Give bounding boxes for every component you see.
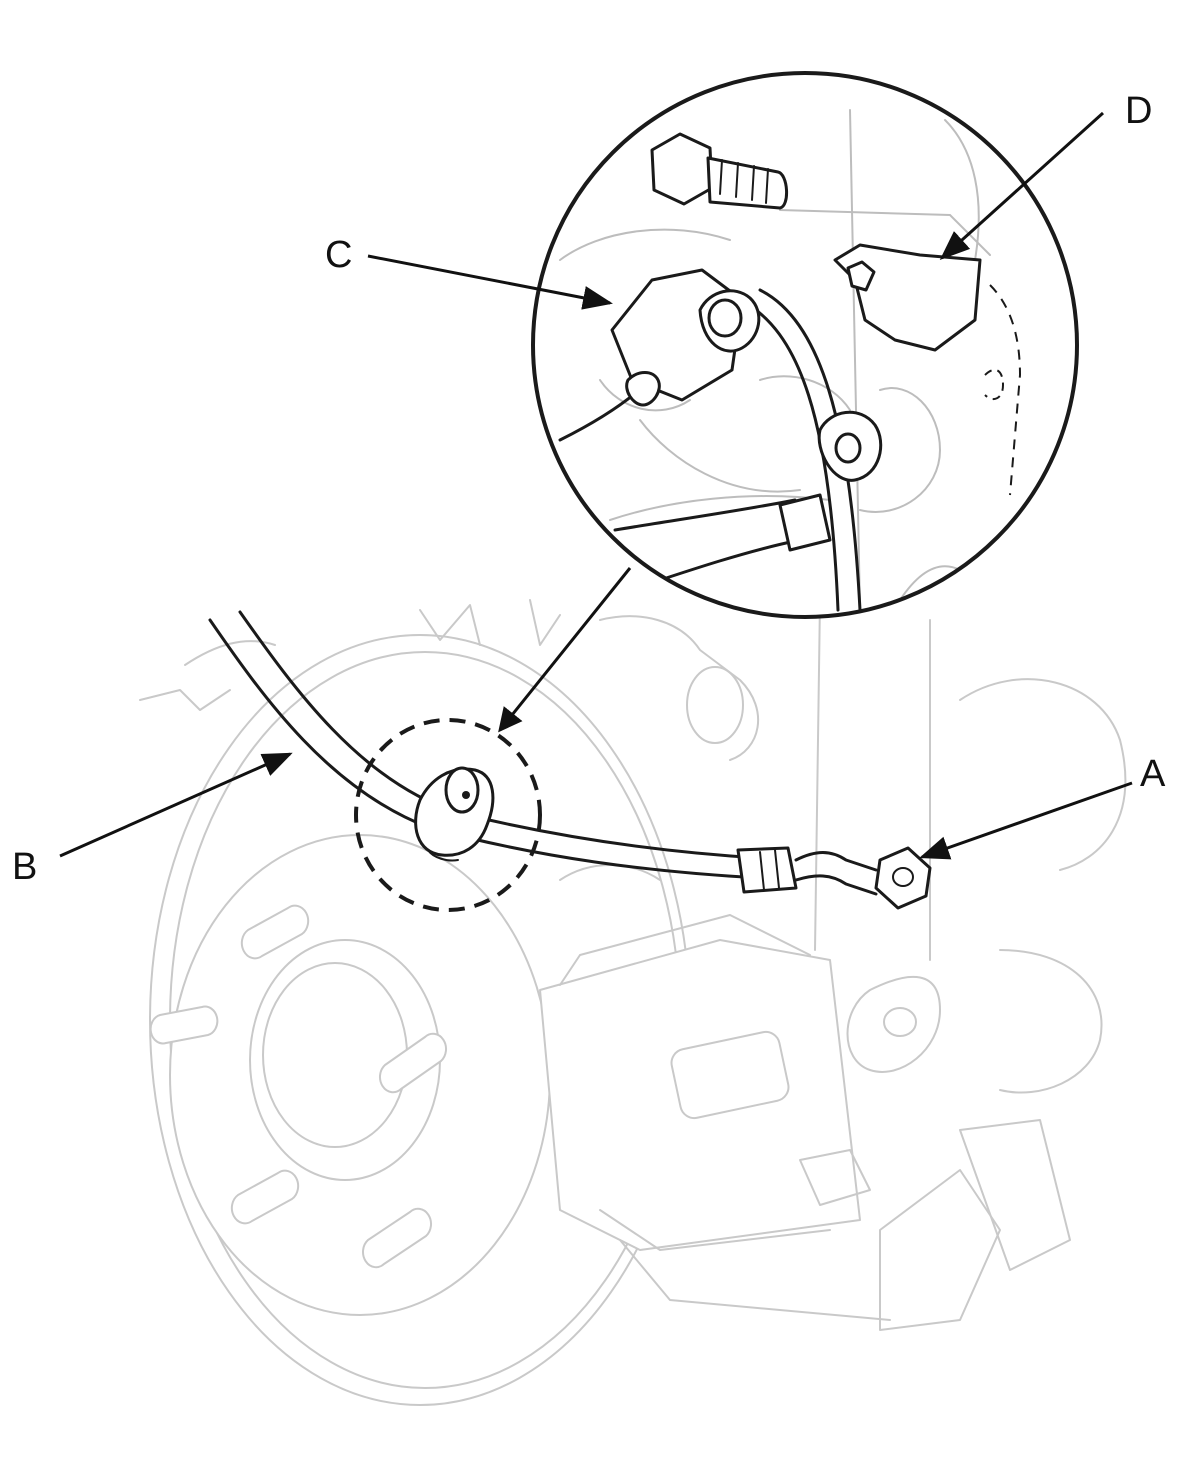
callout-d: D	[1125, 90, 1153, 132]
leader-b	[59, 752, 293, 858]
leader-lines	[59, 111, 1133, 860]
bracket-bolt	[650, 132, 788, 210]
leader-d	[939, 111, 1105, 261]
callout-b: B	[12, 846, 38, 888]
hose-clip-c	[610, 268, 761, 407]
brake-assembly-background	[139, 599, 1127, 1406]
bracket-d	[817, 243, 982, 482]
leader-a	[919, 781, 1133, 860]
detail-view	[531, 71, 1079, 619]
leader-c	[367, 254, 613, 310]
banjo-bolt-a	[874, 846, 932, 910]
detail-pointer-arrow	[498, 567, 632, 733]
callout-a: A	[1140, 753, 1166, 795]
callout-c: C	[325, 234, 353, 276]
brake-hose	[208, 610, 878, 896]
detail-region-circle	[354, 718, 542, 912]
